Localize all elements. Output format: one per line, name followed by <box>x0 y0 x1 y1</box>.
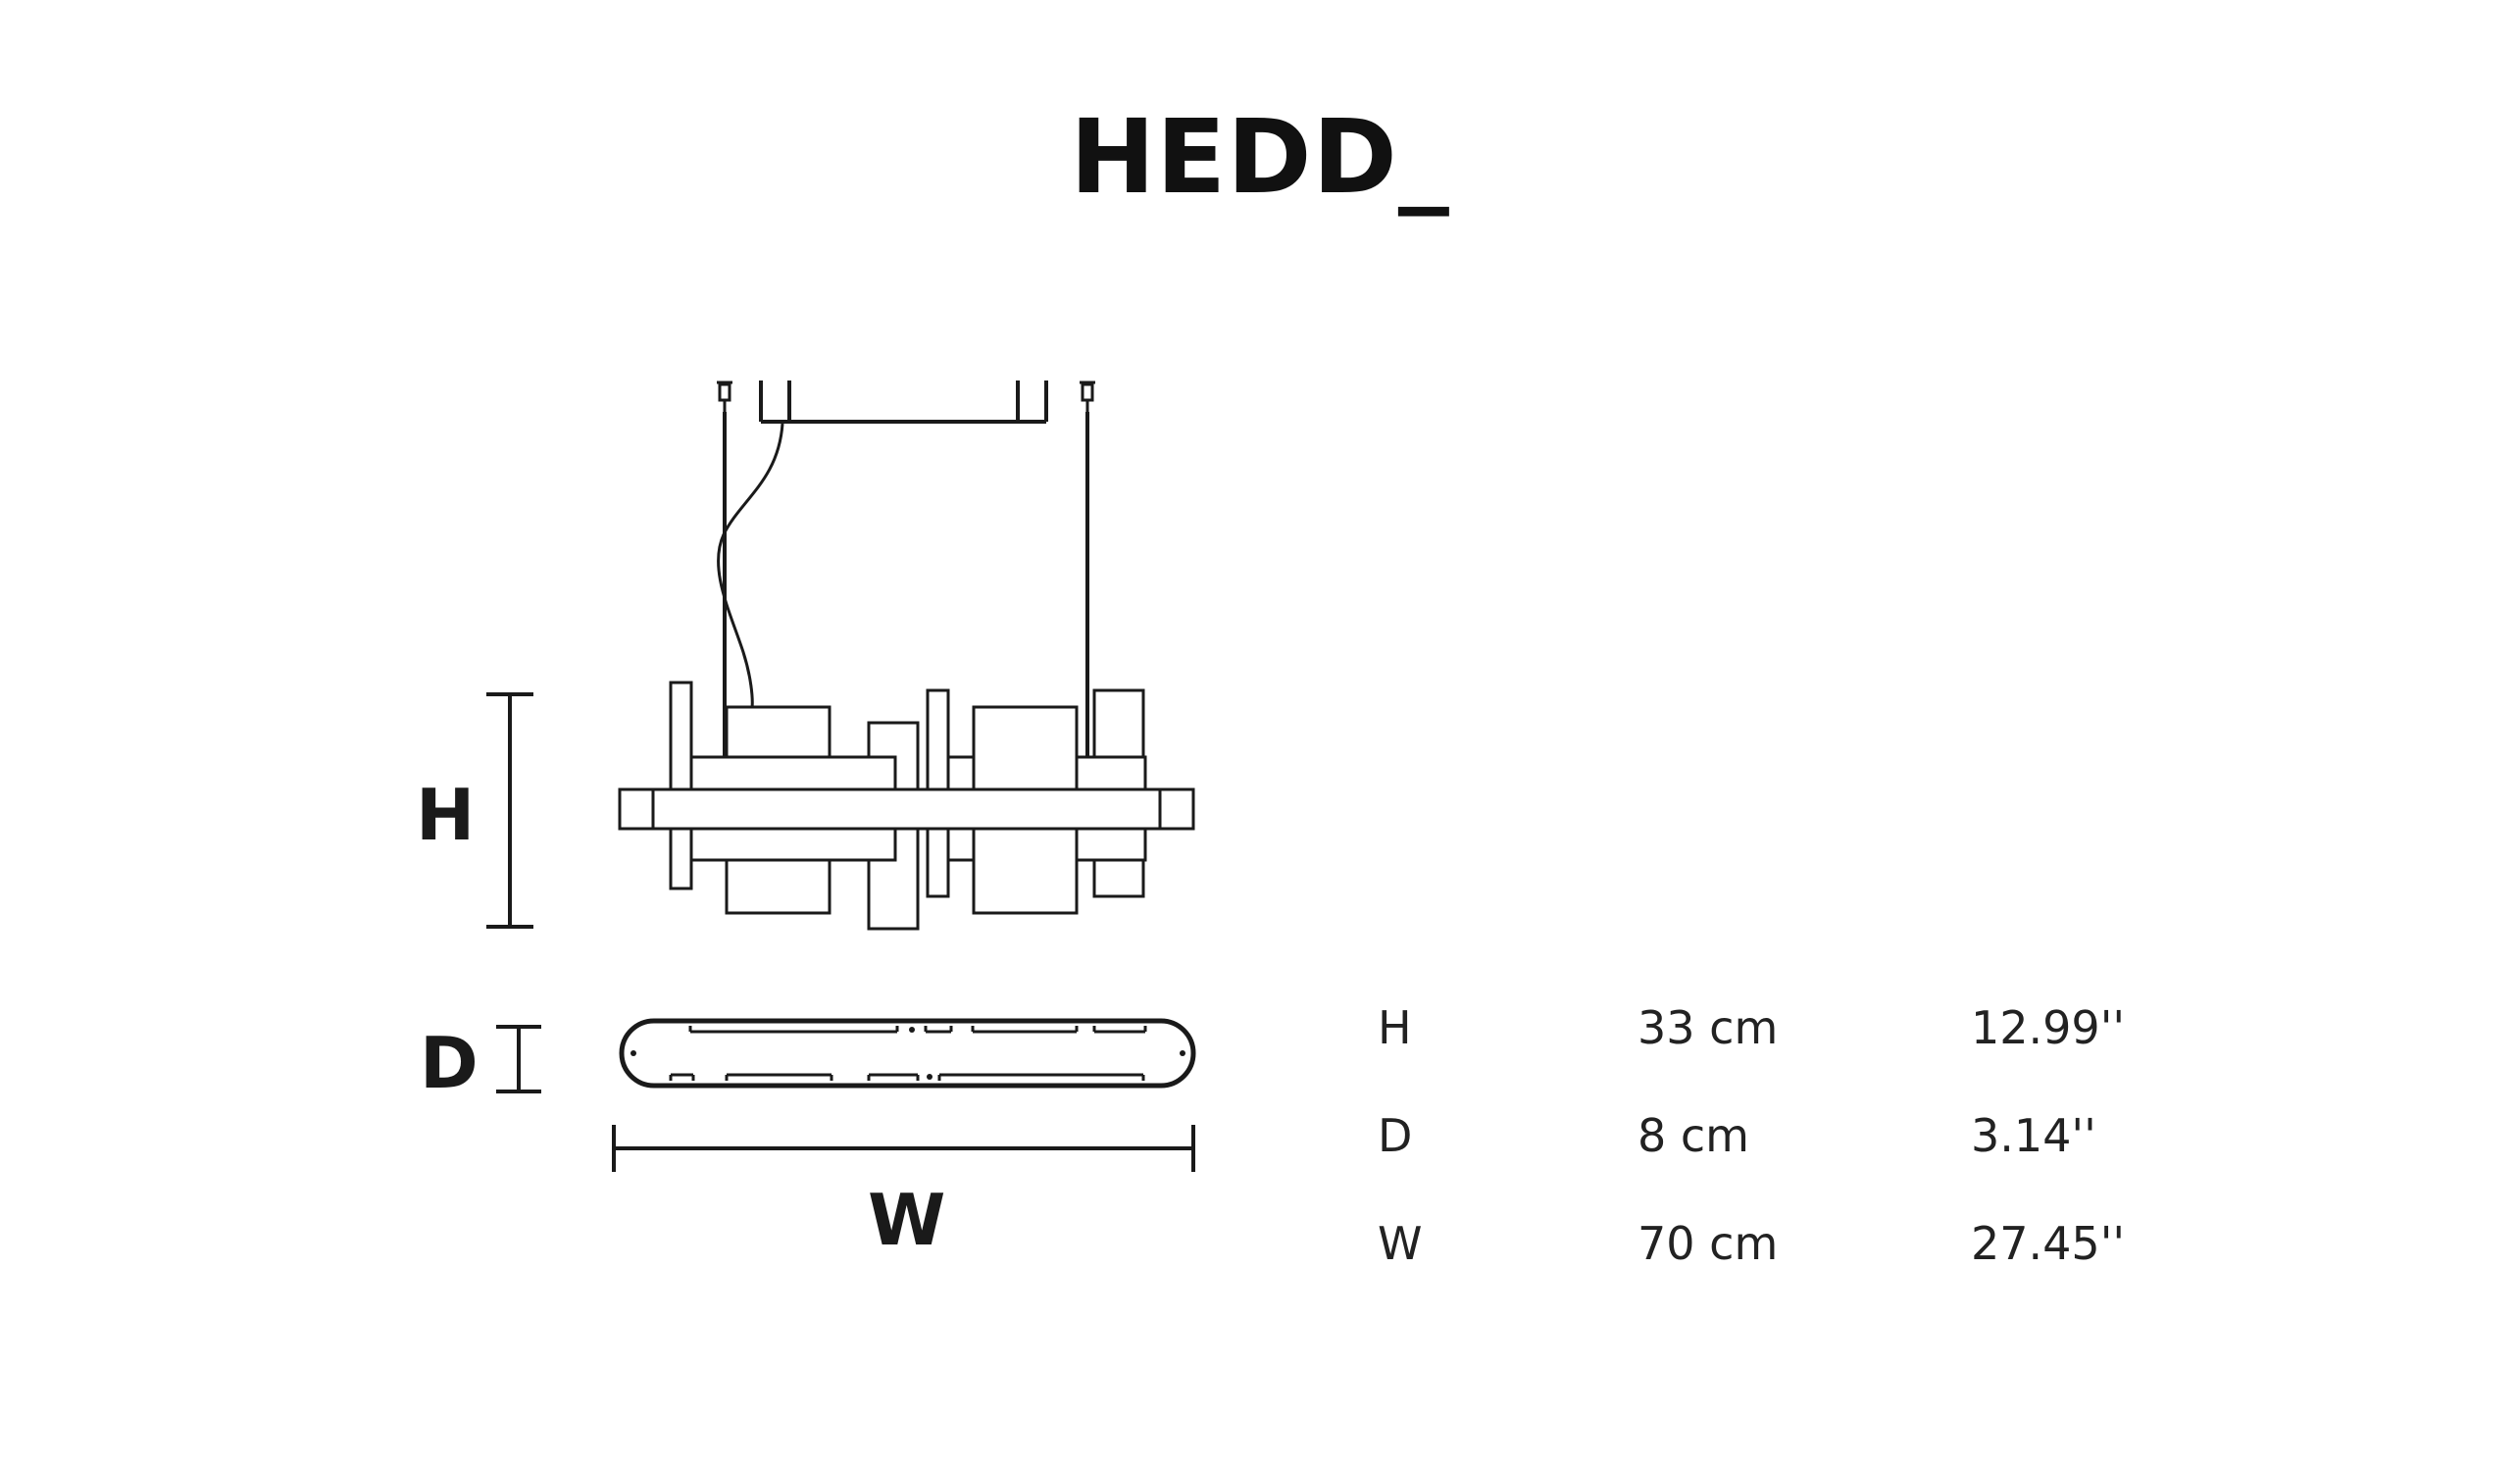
depth-label: D <box>420 1022 479 1104</box>
spec-metric-value: 70 cm <box>1638 1217 1779 1270</box>
spec-imperial-value: 27.45'' <box>1971 1217 2125 1270</box>
spec-label: W <box>1378 1217 1423 1270</box>
product-title: HEDD_ <box>1070 97 1450 217</box>
spec-metric-value: 33 cm <box>1638 1001 1779 1054</box>
height-dimension-line <box>486 692 533 929</box>
depth-dimension-line <box>496 1025 541 1093</box>
fixture-top-view <box>619 1018 1196 1089</box>
height-label: H <box>416 774 476 856</box>
spec-label: D <box>1378 1109 1413 1162</box>
spec-imperial-value: 12.99'' <box>1971 1001 2125 1054</box>
spec-imperial-value: 3.14'' <box>1971 1109 2096 1162</box>
width-label: W <box>868 1179 946 1261</box>
power-cord <box>717 423 784 709</box>
fixture-front-view <box>618 681 1195 931</box>
cable-grip-right <box>1080 380 1095 412</box>
width-dimension-line <box>612 1125 1195 1172</box>
spec-metric-value: 8 cm <box>1638 1109 1749 1162</box>
spec-label: H <box>1378 1001 1412 1054</box>
cable-grip-left <box>717 380 732 412</box>
ceiling-canopy <box>759 380 1048 424</box>
